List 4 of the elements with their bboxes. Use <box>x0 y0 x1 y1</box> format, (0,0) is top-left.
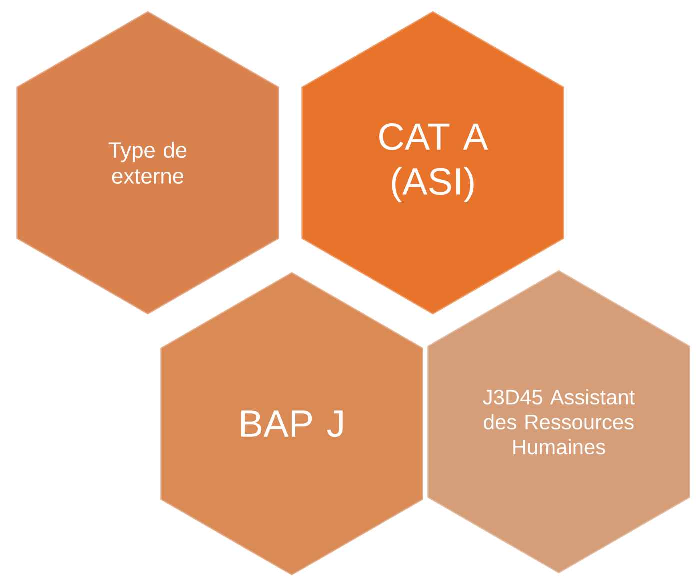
hexagon: J3D45 Assistant des Ressources Humaines <box>428 270 690 574</box>
hexagon: CAT A (ASI) <box>302 11 564 315</box>
hexagon: BAP J <box>160 272 424 576</box>
hexagon: Type de externe <box>16 11 280 315</box>
